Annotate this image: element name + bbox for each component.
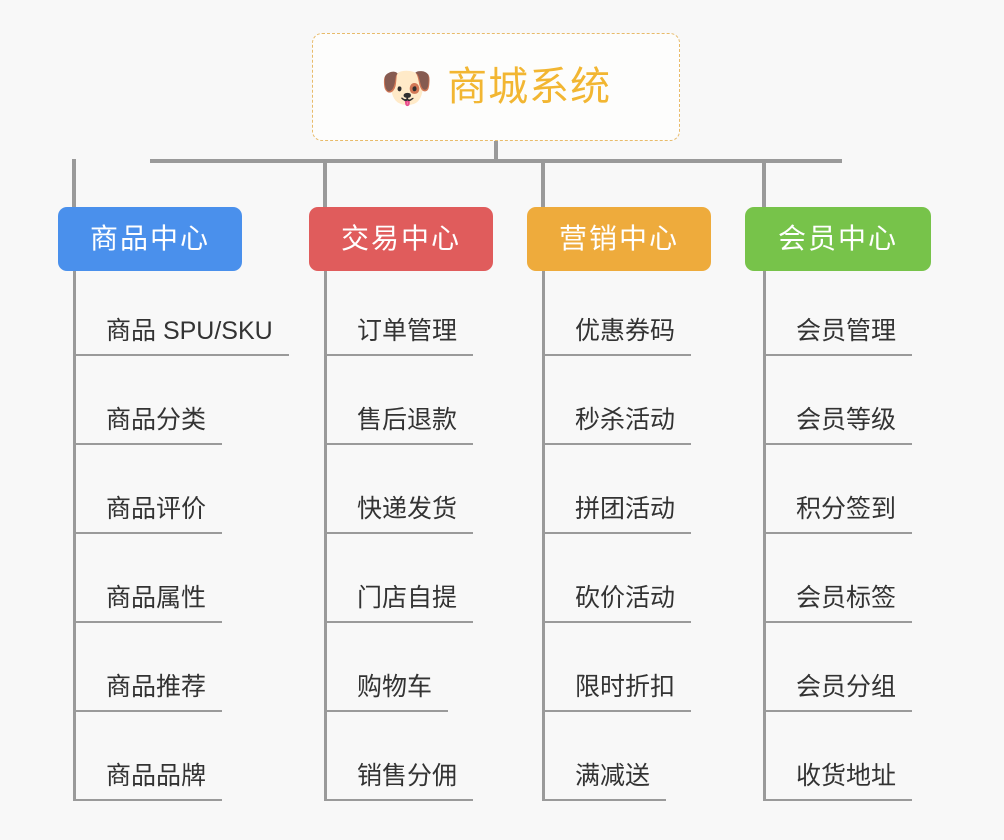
leaf-item-label: 商品 SPU/SKU xyxy=(106,317,273,346)
leaf-item-underline: 商品评价 xyxy=(76,495,223,534)
branch-node-1[interactable]: 商品中心 xyxy=(58,207,242,271)
leaf-item[interactable]: 会员分组 xyxy=(763,623,913,712)
leaf-item-underline: 会员管理 xyxy=(766,317,913,356)
leaf-item[interactable]: 会员等级 xyxy=(763,356,913,445)
leaf-item-label: 销售分佣 xyxy=(357,762,458,791)
leaf-item[interactable]: 会员标签 xyxy=(763,534,913,623)
leaf-item-label: 快递发货 xyxy=(357,495,458,524)
leaf-item-underline: 砍价活动 xyxy=(545,584,692,623)
leaf-item[interactable]: 快递发货 xyxy=(324,445,474,534)
leaf-item-underline: 购物车 xyxy=(327,673,449,712)
leaf-item-underline: 会员标签 xyxy=(766,584,913,623)
branch-label: 营销中心 xyxy=(558,223,679,254)
leaf-item-label: 收货地址 xyxy=(796,762,897,791)
leaf-item-underline: 商品 SPU/SKU xyxy=(76,317,289,356)
leaf-item[interactable]: 商品品牌 xyxy=(73,712,223,801)
leaf-item[interactable]: 商品分类 xyxy=(73,356,223,445)
leaf-item-label: 会员标签 xyxy=(796,584,897,613)
leaf-item-label: 商品属性 xyxy=(106,584,207,613)
leaf-item-label: 会员等级 xyxy=(796,406,897,435)
leaf-item[interactable]: 收货地址 xyxy=(763,712,913,801)
connector-drop-2 xyxy=(323,159,327,209)
leaf-item[interactable]: 商品评价 xyxy=(73,445,223,534)
leaf-item-underline: 门店自提 xyxy=(327,584,474,623)
leaf-item-underline: 售后退款 xyxy=(327,406,474,445)
leaf-item-underline: 满减送 xyxy=(545,762,667,801)
leaf-item-underline: 拼团活动 xyxy=(545,495,692,534)
branch-label: 商品中心 xyxy=(89,223,210,254)
leaf-item-underline: 限时折扣 xyxy=(545,673,692,712)
leaf-item-label: 满减送 xyxy=(575,762,651,791)
connector-drop-1 xyxy=(72,159,76,209)
leaf-item-label: 积分签到 xyxy=(796,495,897,524)
leaf-item-label: 秒杀活动 xyxy=(575,406,676,435)
leaf-item[interactable]: 拼团活动 xyxy=(542,445,692,534)
leaf-item-underline: 销售分佣 xyxy=(327,762,474,801)
leaf-item-label: 购物车 xyxy=(357,673,433,702)
leaf-item-label: 会员分组 xyxy=(796,673,897,702)
leaf-item[interactable]: 购物车 xyxy=(324,623,449,712)
leaf-item-label: 砍价活动 xyxy=(575,584,676,613)
leaf-item-label: 商品推荐 xyxy=(106,673,207,702)
connector-drop-3 xyxy=(541,159,545,209)
leaf-item-underline: 会员等级 xyxy=(766,406,913,445)
connector-drop-4 xyxy=(762,159,766,209)
leaf-item-label: 拼团活动 xyxy=(575,495,676,524)
leaf-item[interactable]: 商品推荐 xyxy=(73,623,223,712)
leaf-item[interactable]: 优惠券码 xyxy=(542,267,692,356)
leaf-item-label: 商品品牌 xyxy=(106,762,207,791)
leaf-item-underline: 商品推荐 xyxy=(76,673,223,712)
branch-node-4[interactable]: 会员中心 xyxy=(745,207,931,271)
leaf-item[interactable]: 积分签到 xyxy=(763,445,913,534)
leaf-item-underline: 订单管理 xyxy=(327,317,474,356)
leaf-item[interactable]: 销售分佣 xyxy=(324,712,474,801)
leaf-item-underline: 收货地址 xyxy=(766,762,913,801)
leaf-item-label: 限时折扣 xyxy=(575,673,676,702)
branch-trunk-line xyxy=(73,271,76,801)
leaf-item-label: 门店自提 xyxy=(357,584,458,613)
leaf-item-label: 会员管理 xyxy=(796,317,897,346)
leaf-item[interactable]: 门店自提 xyxy=(324,534,474,623)
connector-horizontal-bus xyxy=(150,159,842,163)
leaf-item[interactable]: 限时折扣 xyxy=(542,623,692,712)
leaf-item-label: 商品分类 xyxy=(106,406,207,435)
branch-node-3[interactable]: 营销中心 xyxy=(527,207,711,271)
branch-label: 交易中心 xyxy=(340,223,461,254)
leaf-item-label: 售后退款 xyxy=(357,406,458,435)
leaf-item[interactable]: 砍价活动 xyxy=(542,534,692,623)
branch-trunk-line xyxy=(324,271,327,801)
leaf-item-underline: 商品分类 xyxy=(76,406,223,445)
leaf-item-underline: 优惠券码 xyxy=(545,317,692,356)
branch-label: 会员中心 xyxy=(777,223,898,254)
leaf-item-underline: 会员分组 xyxy=(766,673,913,712)
root-title: 商城系统 xyxy=(447,65,612,109)
leaf-item-underline: 商品属性 xyxy=(76,584,223,623)
leaf-item-label: 商品评价 xyxy=(106,495,207,524)
leaf-item[interactable]: 满减送 xyxy=(542,712,667,801)
branch-trunk-line xyxy=(763,271,766,801)
leaf-item-label: 优惠券码 xyxy=(575,317,676,346)
connector-root-stem xyxy=(494,141,498,162)
leaf-item-label: 订单管理 xyxy=(357,317,458,346)
leaf-item[interactable]: 售后退款 xyxy=(324,356,474,445)
root-node[interactable]: 🐶 商城系统 xyxy=(312,33,680,141)
leaf-item-underline: 秒杀活动 xyxy=(545,406,692,445)
leaf-item-underline: 快递发货 xyxy=(327,495,474,534)
dog-face-icon: 🐶 xyxy=(380,63,434,112)
leaf-item[interactable]: 会员管理 xyxy=(763,267,913,356)
leaf-item[interactable]: 秒杀活动 xyxy=(542,356,692,445)
leaf-item[interactable]: 商品属性 xyxy=(73,534,223,623)
branch-trunk-line xyxy=(542,271,545,801)
branch-node-2[interactable]: 交易中心 xyxy=(309,207,493,271)
leaf-item[interactable]: 订单管理 xyxy=(324,267,474,356)
leaf-item-underline: 积分签到 xyxy=(766,495,913,534)
leaf-item-underline: 商品品牌 xyxy=(76,762,223,801)
leaf-item[interactable]: 商品 SPU/SKU xyxy=(73,267,289,356)
